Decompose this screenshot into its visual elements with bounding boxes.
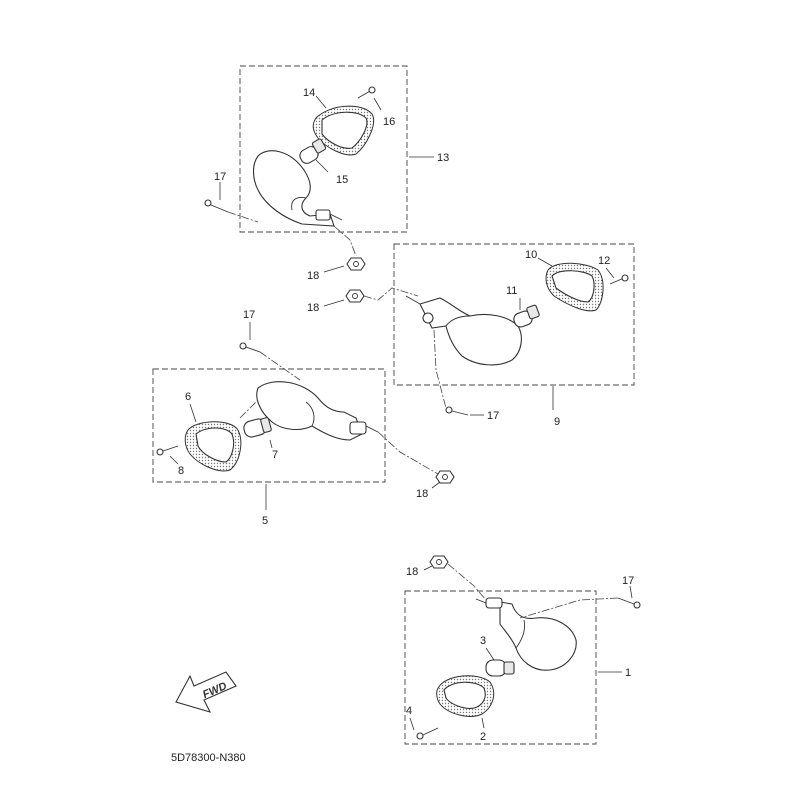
- flasher-housing-1: [499, 601, 577, 671]
- assembly-5-boundary: [152, 368, 386, 483]
- nut-18-c: [435, 470, 455, 484]
- assembly-13-group: [204, 65, 434, 233]
- flasher-housing-13: [252, 150, 335, 227]
- callout-6: 6: [185, 391, 191, 403]
- callout-4: 4: [406, 705, 412, 717]
- screw-12: [609, 274, 629, 285]
- screw-17-bottom: [617, 597, 641, 609]
- callout-13: 13: [437, 152, 449, 164]
- callout-2: 2: [480, 731, 486, 743]
- callout-1: 1: [625, 667, 631, 679]
- screw-8: [156, 445, 179, 456]
- assembly-5-group: [152, 368, 386, 510]
- fwd-arrow: FWD: [175, 671, 237, 713]
- screw-17-middle: [239, 342, 261, 353]
- assembly-9-boundary: [393, 243, 635, 386]
- callout-18-a: 18: [307, 270, 319, 282]
- assembly-13-boundary: [239, 65, 408, 233]
- callout-10: 10: [525, 249, 537, 261]
- callout-18-c: 18: [416, 488, 428, 500]
- callout-17-right: 17: [487, 410, 499, 422]
- bulb-15: [299, 138, 327, 164]
- screw-4: [416, 727, 439, 740]
- callout-8: 8: [178, 465, 184, 477]
- nut-18-b: [345, 289, 365, 303]
- callout-18-b: 18: [307, 302, 319, 314]
- callout-14: 14: [303, 87, 315, 99]
- screw-17-top: [204, 199, 229, 213]
- callout-17-bottom: 17: [622, 575, 634, 587]
- screw-16: [357, 86, 376, 99]
- callout-3: 3: [480, 635, 486, 647]
- screw-17-right: [445, 406, 469, 416]
- callout-9: 9: [554, 416, 560, 428]
- bulb-7: [243, 417, 272, 438]
- callout-7: 7: [272, 449, 278, 461]
- assembly-9-group: [393, 243, 635, 416]
- callout-11: 11: [506, 285, 517, 297]
- callout-18-d: 18: [406, 566, 418, 578]
- nut-18-a: [346, 257, 366, 271]
- bulb-11: [513, 304, 540, 328]
- callout-17-middle: 17: [243, 309, 255, 321]
- assembly-1-boundary: [404, 590, 597, 745]
- flasher-housing-9: [419, 297, 522, 366]
- assembly-1-group: [404, 590, 622, 745]
- bulb-3: [485, 659, 515, 677]
- callout-5: 5: [262, 515, 268, 527]
- diagram-code: 5D78300-N380: [171, 752, 246, 764]
- callout-17-top: 17: [214, 171, 226, 183]
- callout-15: 15: [336, 174, 348, 186]
- callout-16: 16: [383, 116, 395, 128]
- flasher-housing-5: [256, 381, 363, 441]
- callout-12: 12: [598, 255, 610, 267]
- nut-18-d: [429, 555, 449, 569]
